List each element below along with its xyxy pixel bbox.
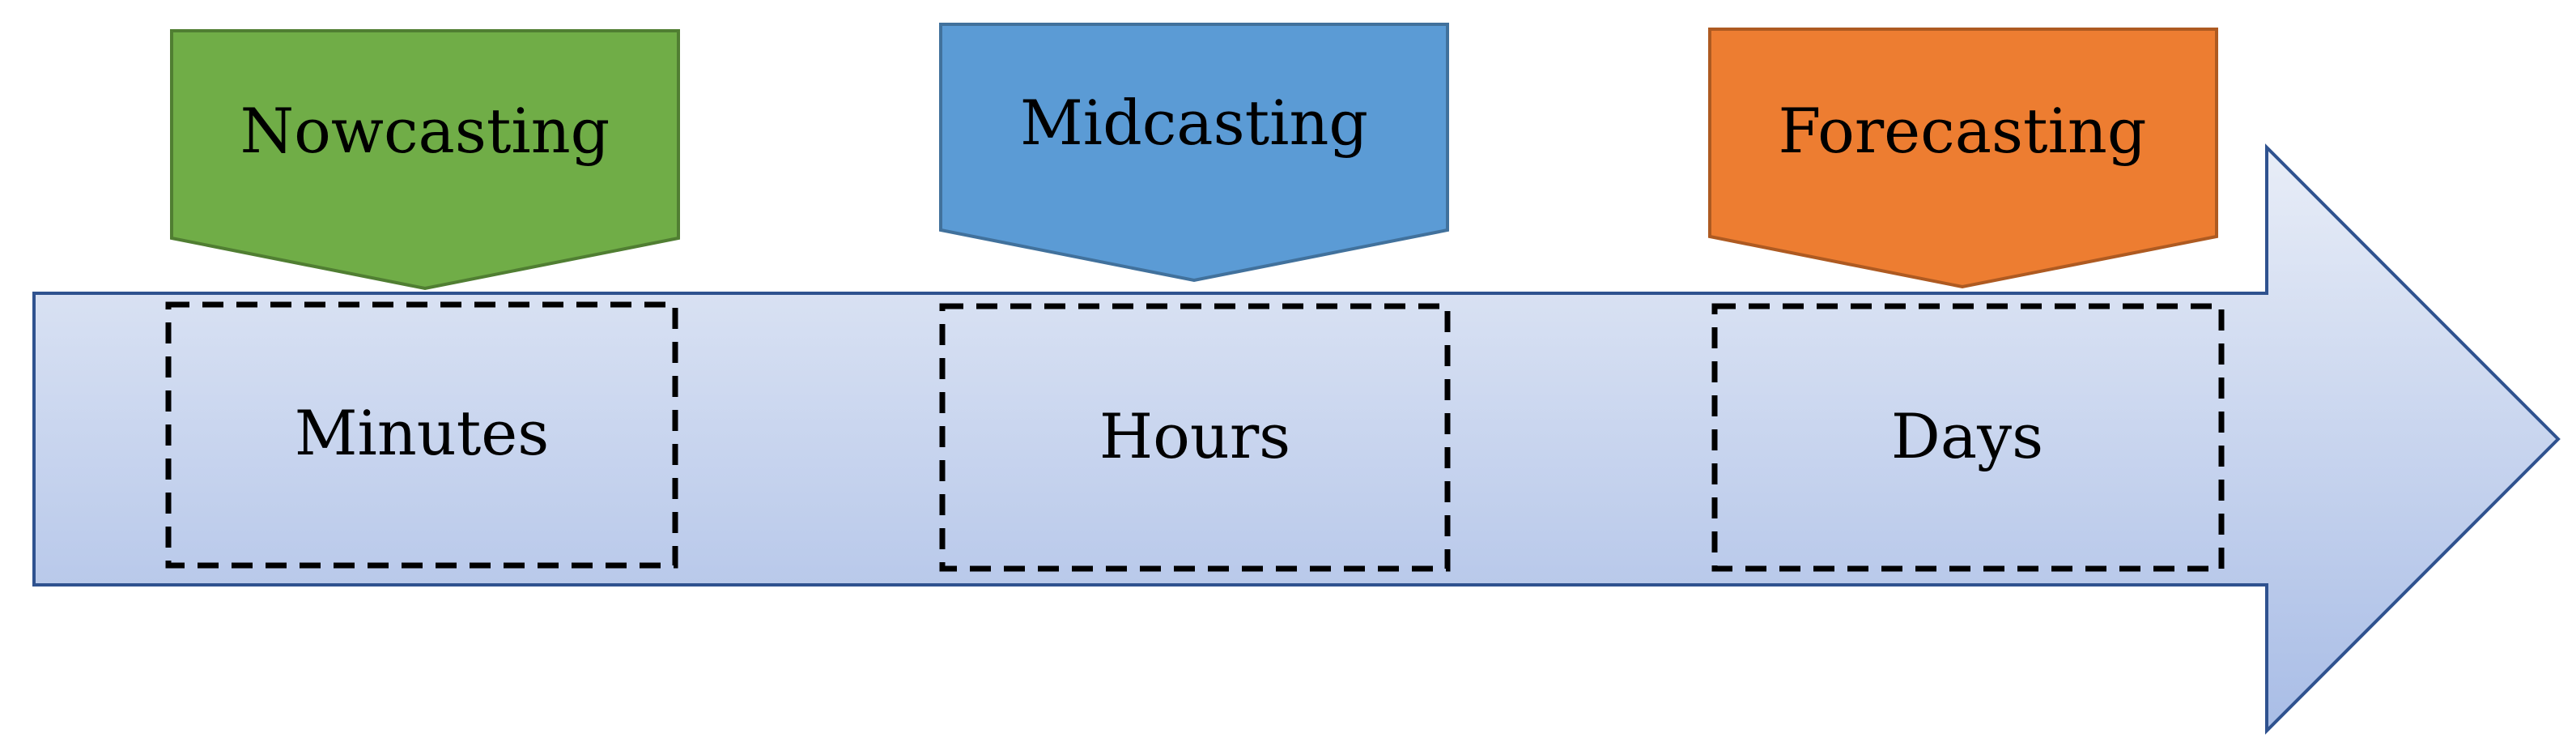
midcasting-label: Midcasting (1020, 87, 1368, 159)
days-label: Days (1891, 400, 2043, 472)
timeline-arrow (32, 143, 2561, 735)
stage-midcasting: Midcasting Hours (939, 23, 1451, 572)
hours-label: Hours (1099, 400, 1290, 472)
hours-dashed-box (939, 303, 1451, 572)
minutes-dashed-box (165, 301, 678, 569)
forecasting-label: Forecasting (1779, 95, 2147, 167)
nowcasting-label: Nowcasting (240, 95, 610, 167)
stage-forecasting: Forecasting Days (1708, 28, 2225, 572)
minutes-label: Minutes (295, 397, 550, 469)
stage-nowcasting: Nowcasting Minutes (165, 29, 680, 569)
forecasting-pentagon (1708, 28, 2218, 289)
nowcasting-pentagon (170, 29, 680, 291)
days-dashed-box (1711, 303, 2225, 572)
midcasting-pentagon (939, 23, 1449, 283)
